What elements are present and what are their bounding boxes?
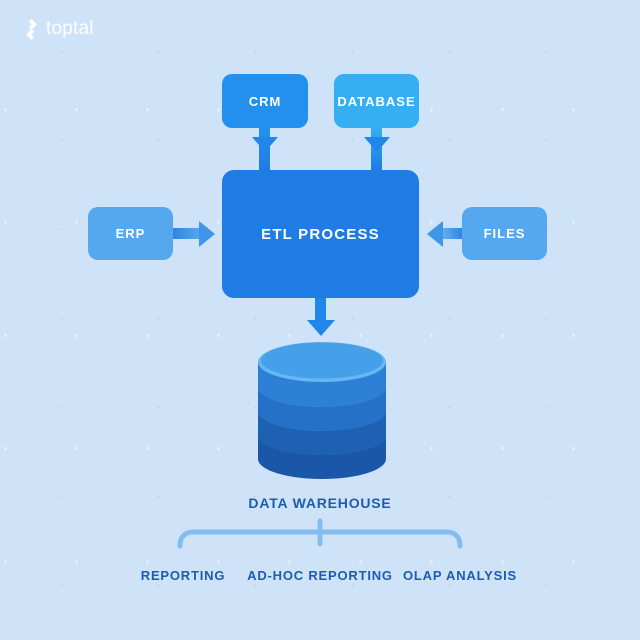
- database-node: DATABASE: [334, 74, 419, 128]
- etl-process-label: ETL PROCESS: [261, 225, 380, 243]
- toptal-logo-text: toptal: [46, 18, 94, 39]
- etl-to-warehouse-arrow-shaft: [315, 298, 326, 322]
- reporting-label: REPORTING: [140, 568, 226, 583]
- files-node: FILES: [462, 207, 547, 260]
- crm-node: CRM: [222, 74, 308, 128]
- erp-node-label: ERP: [115, 226, 146, 241]
- files-to-etl-arrow-shaft: [442, 228, 462, 239]
- erp-to-etl-arrow-shaft: [173, 228, 200, 239]
- etl-process-node: ETL PROCESS: [222, 170, 419, 298]
- crm-node-label: CRM: [248, 93, 282, 109]
- files-node-label: FILES: [483, 226, 526, 241]
- toptal-logo: toptal: [22, 19, 94, 40]
- files-to-etl-arrowhead-icon: [427, 221, 443, 247]
- bracket-icon: [175, 515, 465, 556]
- erp-to-etl-arrowhead-icon: [199, 221, 215, 247]
- database-to-etl-arrowhead-icon: [364, 137, 390, 152]
- toptal-chevron-icon: [22, 19, 41, 40]
- olap-analysis-label: OLAP ANALYSIS: [403, 568, 517, 583]
- crm-to-etl-arrowhead-icon: [252, 137, 278, 152]
- data-warehouse-label: DATA WAREHOUSE: [248, 495, 392, 511]
- database-cylinder-icon: [258, 342, 386, 484]
- etl-to-warehouse-arrowhead-icon: [307, 320, 335, 336]
- erp-node: ERP: [88, 207, 173, 260]
- adhoc-reporting-label: AD-HOC REPORTING: [247, 568, 393, 583]
- database-node-label: DATABASE: [337, 93, 416, 109]
